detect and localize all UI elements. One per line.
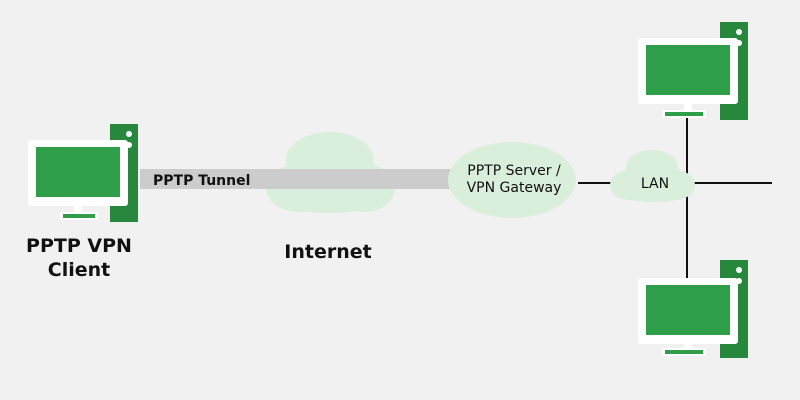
lan-label: LAN <box>641 176 669 192</box>
gateway-label-line1: PPTP Server / <box>467 163 561 179</box>
tunnel-label: PPTP Tunnel <box>153 173 250 189</box>
gateway-label-line2: VPN Gateway <box>467 180 562 196</box>
internet-label: Internet <box>284 241 371 263</box>
pptp-tunnel-bar <box>140 169 452 189</box>
lan-pc-top-icon <box>638 22 748 120</box>
client-label-line2: Client <box>48 259 110 281</box>
lan-pc-bottom-icon <box>638 260 748 358</box>
client-label-line1: PPTP VPN <box>26 235 132 257</box>
vpn-gateway-node <box>448 142 576 218</box>
client-desktop-computer-icon <box>28 124 138 222</box>
lan-cloud-icon <box>610 150 695 202</box>
